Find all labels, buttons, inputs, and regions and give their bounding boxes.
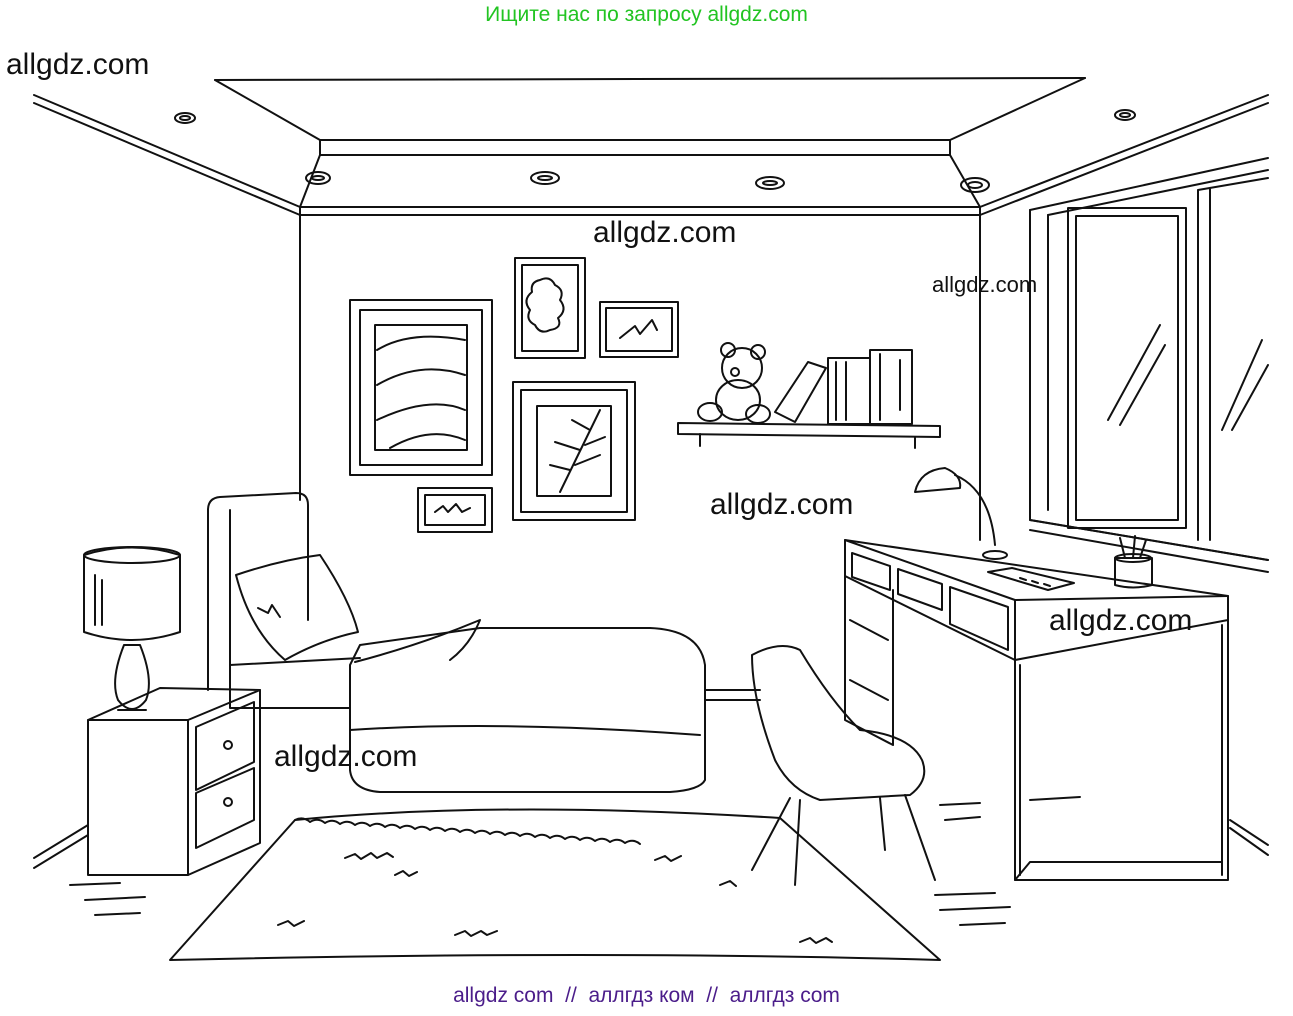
chair-icon: [752, 646, 935, 885]
pencil-cup-icon: [1115, 536, 1152, 588]
watermark-wall: allgdz.com: [593, 216, 737, 249]
watermark-nightstand: allgdz.com: [274, 740, 418, 773]
desk-lamp-icon: [915, 468, 1007, 559]
desk-icon: [845, 540, 1228, 880]
book-shelf-icon: [678, 350, 940, 448]
watermark-window: allgdz.com: [932, 272, 1038, 297]
watermark-desk: allgdz.com: [1049, 604, 1193, 637]
watermark-corner: allgdz.com: [6, 48, 150, 81]
nightstand-icon: [88, 688, 260, 875]
pillow-icon: [236, 555, 358, 660]
footer-banner: allgdz com // аллгдз ком // аллгдз com: [453, 984, 840, 1007]
watermark-center: allgdz.com: [710, 488, 854, 521]
rug-icon: [70, 797, 1080, 960]
teddy-bear-icon: [698, 343, 770, 423]
window-icon: [1030, 158, 1268, 572]
bed-icon: [208, 493, 760, 792]
room-structure: [34, 78, 1268, 868]
wall-frames-icon: [350, 258, 678, 532]
top-banner: Ищите нас по запросу allgdz.com: [485, 3, 808, 26]
ceiling-lights-icon: [175, 110, 1135, 192]
table-lamp-icon: [84, 547, 180, 710]
